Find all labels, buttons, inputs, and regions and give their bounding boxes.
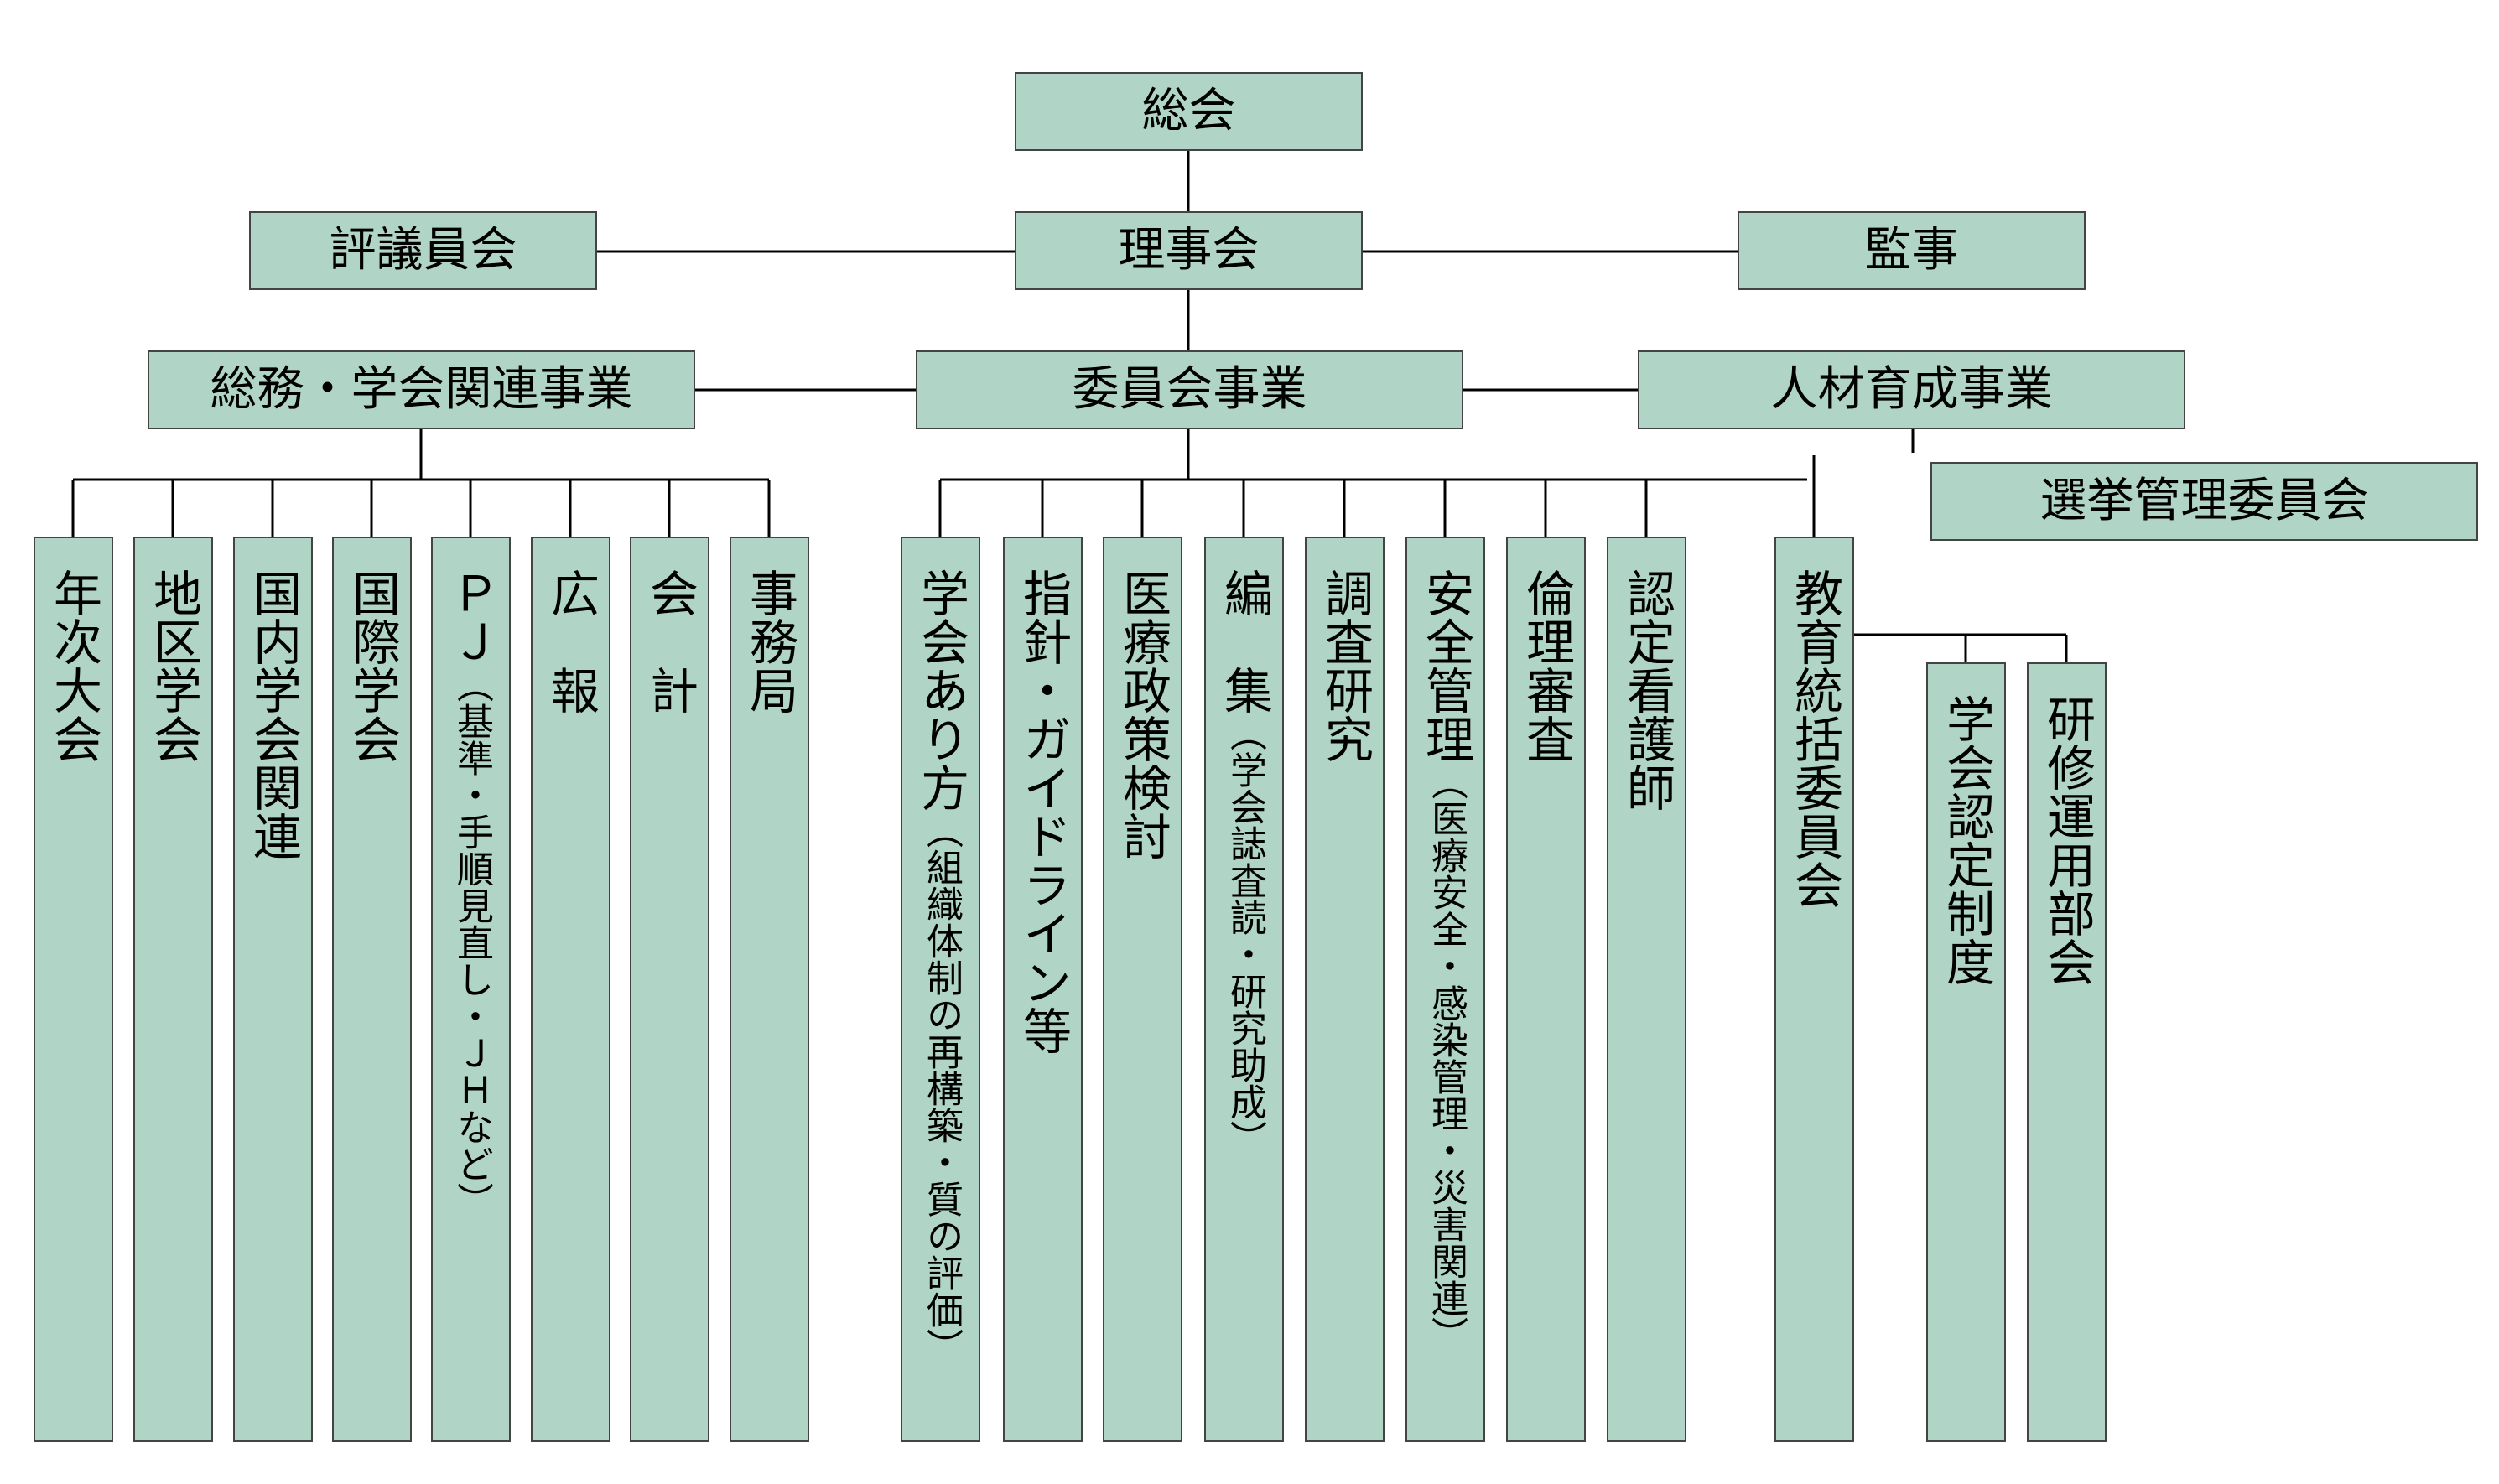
general-unit-box: 年次大会 [34, 537, 113, 1442]
auditor-box: 監事 [1738, 211, 2086, 290]
general-unit-text: 地区学会 [144, 568, 202, 763]
general-unit-box: 国内学会関連 [233, 537, 313, 1442]
council-label: 評議員会 [329, 223, 517, 278]
general-unit-label: 国際学会 [343, 568, 401, 763]
general-unit-sublabel: （基準・手順見直し・ＪＨなど） [449, 666, 493, 1219]
general-unit-text: 国内学会関連 [244, 568, 302, 860]
board-label: 理事会 [1118, 223, 1260, 278]
committee-unit-text: 認定看護師 [1618, 568, 1676, 812]
education-sub-text: 学会認定制度 [1937, 694, 1995, 986]
general-unit-text: 会 計 [642, 568, 699, 714]
committee-unit-label: 学会あり方 [912, 568, 969, 812]
education-committee-box: 教育統括委員会 [1774, 537, 1854, 1442]
education-sub-text: 研修運用部会 [2039, 694, 2096, 986]
general-unit-box: 国際学会 [332, 537, 412, 1442]
general-unit-label: 地区学会 [144, 568, 202, 763]
general-affairs-label: 総務・学会関連事業 [210, 362, 633, 417]
hr-development-box: 人材育成事業 [1638, 350, 2185, 429]
general-unit-label: 広 報 [542, 568, 600, 714]
committee-unit-label: 指針・ガイドライン等 [1014, 568, 1072, 1055]
committee-unit-text: 調査研究 [1317, 568, 1374, 763]
education-sub-label: 研修運用部会 [2038, 694, 2096, 986]
committee-unit-label: 調査研究 [1316, 568, 1374, 763]
election-committee-label: 選挙管理委員会 [2039, 474, 2369, 528]
general-assembly-label: 総会 [1141, 84, 1236, 138]
general-unit-label: 会 計 [641, 568, 699, 714]
general-unit-text: 広 報 [543, 568, 600, 714]
committee-unit-box: 学会あり方（組織体制の再構築・質の評価） [901, 537, 980, 1442]
general-unit-box: 広 報 [531, 537, 610, 1442]
committee-unit-text: 学会あり方（組織体制の再構築・質の評価） [912, 568, 969, 1365]
education-committee-label: 教育統括委員会 [1785, 568, 1843, 909]
general-unit-text: 年次大会 [44, 568, 102, 763]
general-unit-label: 事務局 [740, 568, 798, 714]
education-sub-box: 学会認定制度 [1926, 662, 2006, 1442]
general-unit-label: ＰＪ [442, 568, 500, 666]
general-unit-text: ＰＪ（基準・手順見直し・ＪＨなど） [443, 568, 500, 1219]
committee-unit-sublabel: （組織体制の再構築・質の評価） [919, 812, 963, 1365]
committee-unit-box: 倫理審査 [1506, 537, 1586, 1442]
general-unit-box: 地区学会 [133, 537, 213, 1442]
committee-unit-box: 安全管理（医療安全・感染管理・災害関連） [1405, 537, 1485, 1442]
council-box: 評議員会 [249, 211, 597, 290]
committee-unit-box: 編 集（学会誌査読・研究助成） [1204, 537, 1284, 1442]
committee-unit-box: 指針・ガイドライン等 [1003, 537, 1083, 1442]
general-unit-box: ＰＪ（基準・手順見直し・ＪＨなど） [431, 537, 511, 1442]
general-unit-box: 事務局 [730, 537, 809, 1442]
general-unit-box: 会 計 [630, 537, 709, 1442]
committee-label: 委員会事業 [1072, 362, 1307, 417]
general-assembly-box: 総会 [1015, 72, 1363, 151]
committee-unit-box: 認定看護師 [1607, 537, 1686, 1442]
committee-unit-label: 編 集 [1215, 568, 1273, 714]
education-committee-text: 教育統括委員会 [1785, 568, 1843, 909]
hr-development-label: 人材育成事業 [1770, 362, 2053, 417]
committee-unit-text: 編 集（学会誌査読・研究助成） [1215, 568, 1273, 1157]
board-box: 理事会 [1015, 211, 1363, 290]
general-unit-text: 事務局 [740, 568, 798, 714]
committee-unit-sublabel: （医療安全・感染管理・災害関連） [1424, 763, 1468, 1353]
committee-unit-box: 医療政策検討 [1103, 537, 1182, 1442]
committee-unit-label: 認定看護師 [1618, 568, 1676, 812]
committee-unit-box: 調査研究 [1305, 537, 1385, 1442]
general-unit-text: 国際学会 [344, 568, 401, 763]
auditor-label: 監事 [1864, 223, 1959, 278]
education-sub-box: 研修運用部会 [2027, 662, 2107, 1442]
committee-unit-label: 安全管理 [1416, 568, 1474, 763]
election-committee-box: 選挙管理委員会 [1930, 462, 2478, 541]
committee-unit-label: 医療政策検討 [1114, 568, 1172, 860]
general-affairs-box: 総務・学会関連事業 [148, 350, 695, 429]
committee-unit-text: 安全管理（医療安全・感染管理・災害関連） [1416, 568, 1474, 1353]
general-unit-label: 国内学会関連 [244, 568, 302, 860]
committee-unit-sublabel: （学会誌査読・研究助成） [1223, 714, 1266, 1157]
committee-unit-text: 医療政策検討 [1114, 568, 1172, 860]
education-sub-label: 学会認定制度 [1937, 694, 1995, 986]
committee-unit-text: 指針・ガイドライン等 [1015, 568, 1072, 1055]
committee-unit-label: 倫理審査 [1517, 568, 1575, 763]
general-unit-label: 年次大会 [44, 568, 102, 763]
committee-unit-text: 倫理審査 [1517, 568, 1575, 763]
committee-box: 委員会事業 [916, 350, 1463, 429]
